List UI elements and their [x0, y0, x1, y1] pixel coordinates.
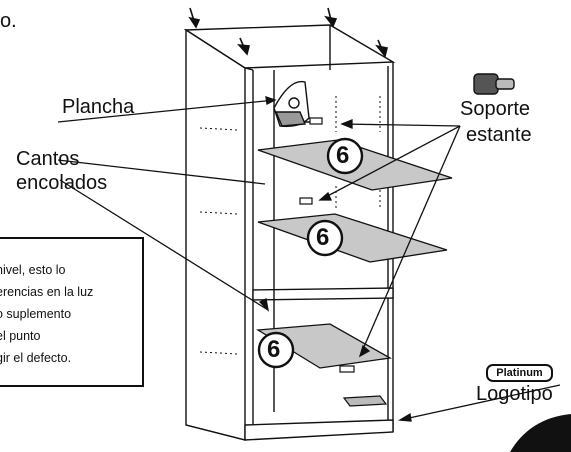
shelf-badge-3: 6 [267, 336, 281, 363]
shelf-pegs [299, 117, 355, 373]
screw-arrows [188, 7, 388, 58]
note-line-5: gir el defecto. [0, 351, 72, 365]
foot-detail [342, 395, 388, 407]
shelf-badges [257, 137, 364, 369]
header-fragment: o. [0, 10, 17, 32]
shelves [255, 139, 453, 369]
shelf-lower [255, 323, 392, 369]
note-line-1: nivel, esto lo [0, 263, 66, 277]
brand-badge: Platinum [486, 364, 553, 382]
corner-tab [510, 414, 571, 452]
note-line-2: erencias en la luz [0, 285, 94, 299]
shelf-badge-2: 6 [316, 224, 330, 251]
note-box: nivel, esto lo erencias en la luz o supl… [0, 237, 144, 387]
note-line-4: el punto [0, 329, 41, 343]
iron-illustration [273, 80, 322, 128]
shelf-badge-1: 6 [336, 142, 350, 169]
note-line-3: o suplemento [0, 307, 72, 321]
shelf-support-icon [473, 73, 515, 95]
label-estante: estante [466, 124, 532, 146]
cabinet-frame [183, 24, 396, 441]
label-encolados: encolados [16, 172, 108, 194]
label-logotipo: Logotipo [476, 383, 553, 405]
leader-lines [57, 96, 561, 422]
label-plancha: Plancha [62, 96, 135, 118]
label-soporte: Soporte [460, 98, 531, 120]
label-cantos: Cantos [16, 148, 80, 170]
hole-markers [199, 96, 381, 355]
